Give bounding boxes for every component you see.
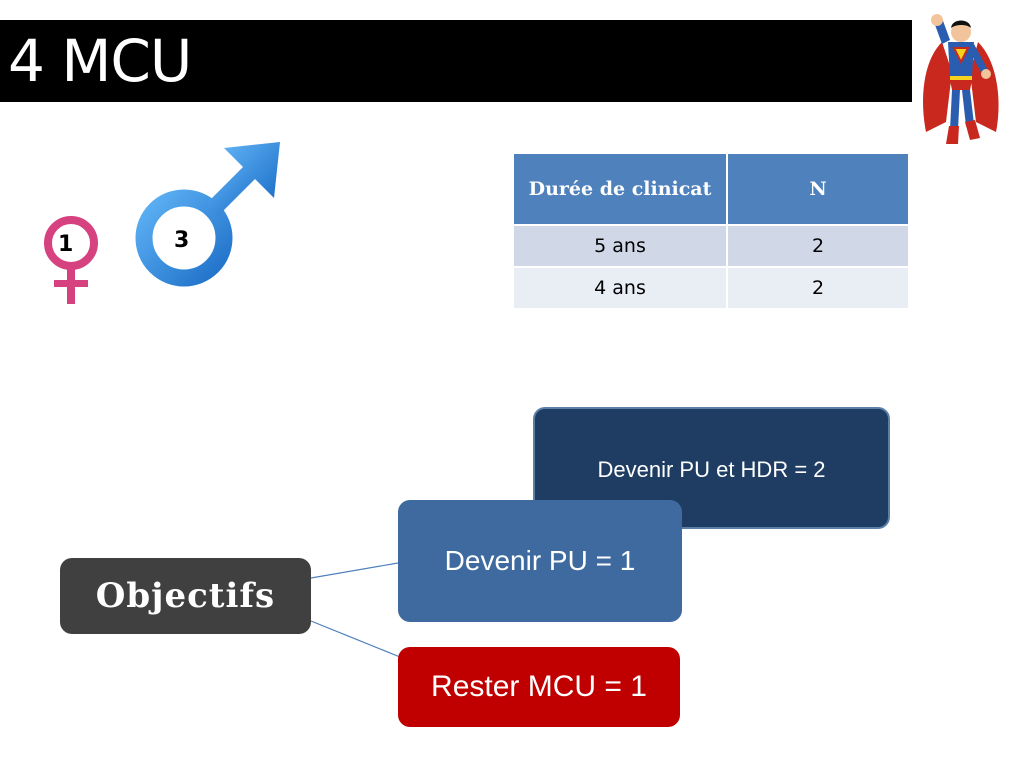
objectives-root-node: Objectifs: [60, 558, 311, 634]
goal-label: Devenir PU = 1: [444, 545, 636, 576]
male-count: 3: [174, 228, 190, 253]
table-row: 4 ans 2: [512, 266, 910, 310]
connector-line: [310, 562, 399, 579]
table-cell: 5 ans: [512, 224, 728, 268]
superhero-icon: [912, 12, 1010, 152]
table-header-n: N: [726, 152, 910, 226]
female-count: 1: [58, 232, 74, 257]
table-cell: 2: [726, 266, 910, 310]
male-symbol-icon: [128, 138, 284, 287]
table-cell: 2: [726, 224, 910, 268]
root-label: Objectifs: [95, 576, 276, 616]
connector-line: [310, 620, 401, 658]
goal-label: Rester MCU = 1: [431, 670, 647, 703]
table-row: 5 ans 2: [512, 224, 910, 268]
goal-node-mcu: Rester MCU = 1: [398, 647, 680, 727]
table-cell: 4 ans: [512, 266, 728, 310]
title-bar: [0, 20, 912, 102]
female-symbol-icon: [38, 212, 108, 308]
table-header-duree: Durée de clinicat: [512, 152, 728, 226]
goal-node-pu-hdr: Devenir PU et HDR = 2: [533, 407, 890, 529]
goal-node-pu: Devenir PU = 1: [398, 500, 682, 622]
slide-title: 4 MCU: [8, 27, 192, 95]
clinicat-table: Durée de clinicat N 5 ans 2 4 ans 2: [512, 152, 910, 310]
goal-label: Devenir PU et HDR = 2: [597, 457, 826, 482]
